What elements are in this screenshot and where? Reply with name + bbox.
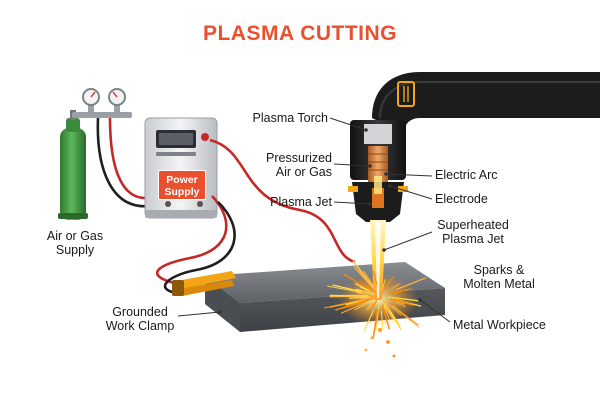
- power-supply-icon: [145, 118, 217, 218]
- metal-workpiece-label: Metal Workpiece: [453, 318, 546, 332]
- pressure-gauge-icon: [83, 89, 125, 105]
- gas-hose-black: [98, 118, 150, 206]
- spark: [330, 295, 368, 296]
- sparks-molten-label: Sparks & Molten Metal: [452, 263, 546, 291]
- air-gas-supply-label: Air or Gas Supply: [38, 229, 112, 257]
- molten-metal-drips: [365, 328, 396, 357]
- superheated-jet-label: Superheated Plasma Jet: [428, 218, 518, 246]
- plasma-jet-label: Plasma Jet: [250, 195, 332, 209]
- electric-arc-label: Electric Arc: [435, 168, 498, 182]
- plasma-torch-label: Plasma Torch: [240, 111, 328, 125]
- gas-cylinder-icon: [58, 110, 88, 220]
- pressurized-gas-label: Pressurized Air or Gas: [250, 151, 332, 179]
- power-supply-label: Power Supply: [158, 170, 206, 200]
- gas-hose-red: [110, 118, 148, 198]
- page-title: PLASMA CUTTING: [0, 22, 600, 46]
- grounded-clamp-label: Grounded Work Clamp: [100, 305, 180, 333]
- electrode-label: Electrode: [435, 192, 488, 206]
